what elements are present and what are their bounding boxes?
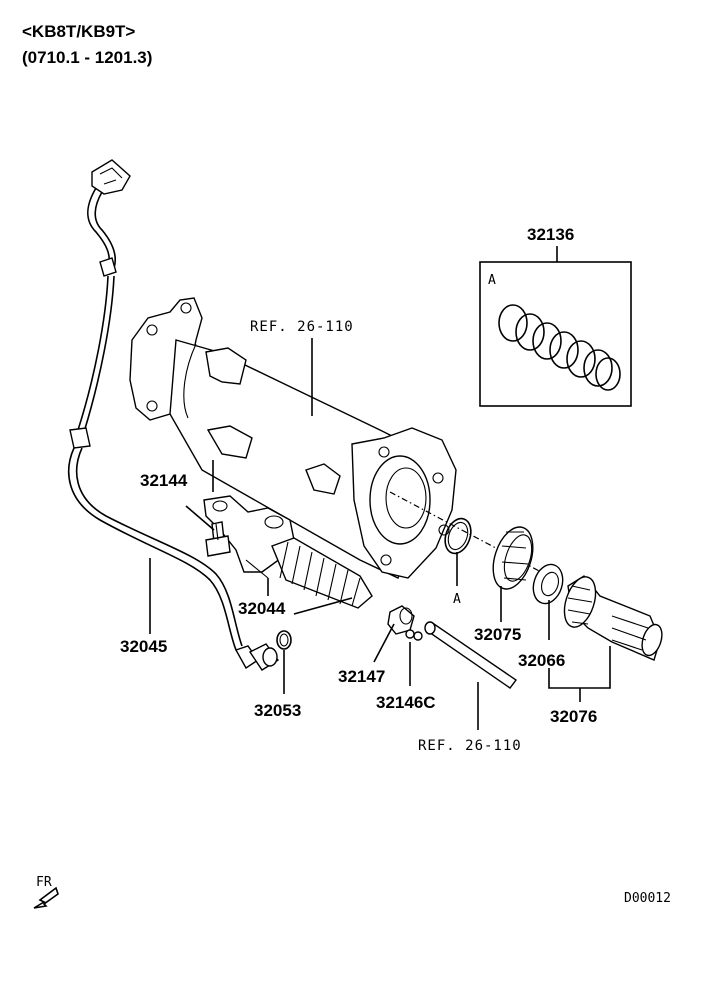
ref-label-lower: REF. 26-110 xyxy=(418,738,522,754)
output-shaft[interactable] xyxy=(559,573,666,661)
part-label-32136: 32136 xyxy=(527,225,574,244)
pin[interactable] xyxy=(405,629,423,641)
part-label-32144: 32144 xyxy=(140,471,188,490)
front-arrow-icon xyxy=(33,886,59,909)
kit-letter-label: A xyxy=(488,273,496,288)
part-label-32045: 32045 xyxy=(120,637,167,656)
o-ring[interactable] xyxy=(276,630,292,650)
front-direction-indicator: FR xyxy=(33,875,59,909)
ref-label-upper: REF. 26-110 xyxy=(250,319,354,335)
part-label-32053: 32053 xyxy=(254,701,301,720)
part-label-32076: 32076 xyxy=(550,707,597,726)
axle-housing[interactable] xyxy=(129,297,457,579)
spring-kit-rings xyxy=(498,304,621,391)
fr-label: FR xyxy=(36,875,52,890)
snap-ring[interactable] xyxy=(441,515,476,557)
bearing[interactable] xyxy=(529,561,568,608)
leader-lines xyxy=(149,246,611,730)
part-label-32066: 32066 xyxy=(518,651,565,670)
yoke-boot[interactable] xyxy=(203,495,373,609)
sensor-harness[interactable] xyxy=(67,159,280,671)
sleeve[interactable] xyxy=(486,522,540,594)
part-label-32147: 32147 xyxy=(338,667,385,686)
part-label-32075: 32075 xyxy=(474,625,521,644)
production-period: (0710.1 - 1201.3) xyxy=(22,48,153,67)
a-marker-label: A xyxy=(453,592,461,607)
drawing-code: D00012 xyxy=(624,891,671,906)
rod[interactable] xyxy=(424,621,517,689)
model-code: <KB8T/KB9T> xyxy=(22,22,136,41)
bolt[interactable] xyxy=(205,521,231,557)
part-label-32044: 32044 xyxy=(238,599,286,618)
kit-box[interactable] xyxy=(479,261,632,407)
part-label-32146c: 32146C xyxy=(376,693,436,712)
